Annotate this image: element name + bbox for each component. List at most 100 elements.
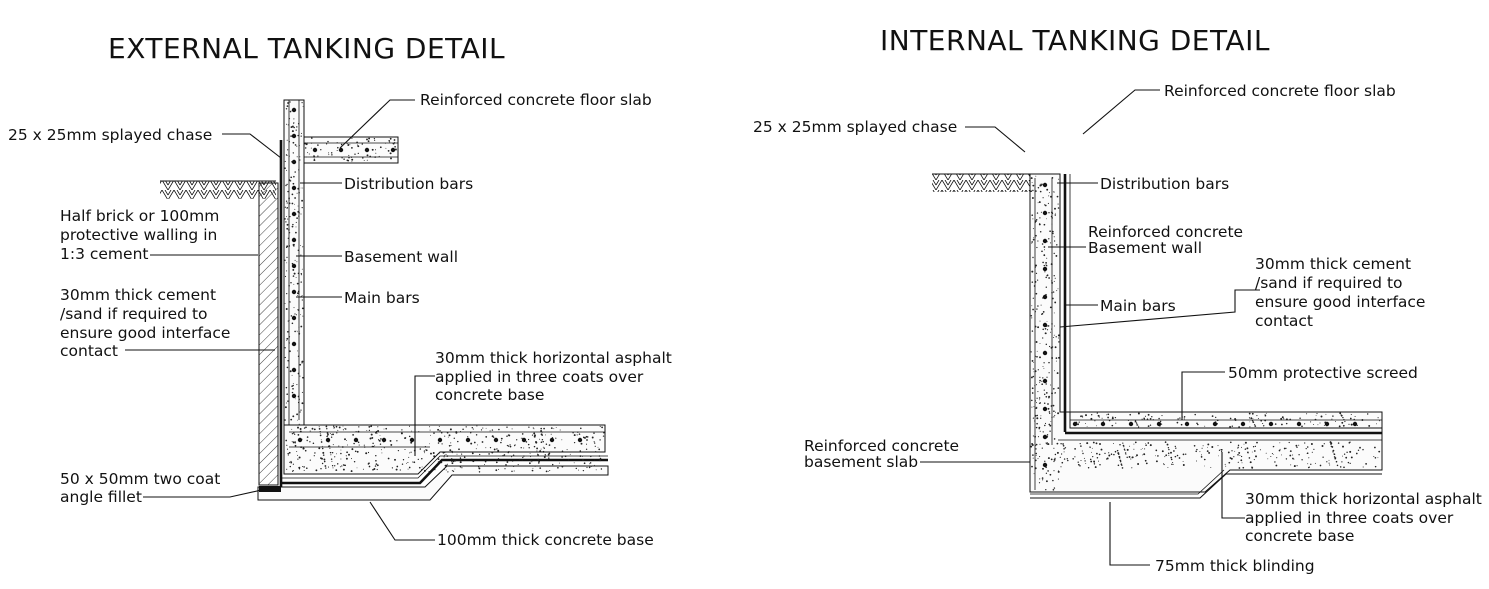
- external-label-base: 100mm thick concrete base: [437, 531, 654, 549]
- internal-detail: INTERNAL TANKING DETAIL: [753, 24, 1482, 575]
- external-detail: EXTERNAL TANKING DETAIL: [8, 32, 672, 549]
- rebar-dot: [1212, 421, 1218, 427]
- rebar-dot: [291, 341, 297, 347]
- rebar-dot: [437, 437, 443, 443]
- rebar-dot: [1324, 421, 1330, 427]
- rebar-dot: [1042, 210, 1048, 216]
- internal-leaders: [920, 89, 1260, 566]
- rebar-dot: [409, 437, 415, 443]
- external-basement-slab: [283, 424, 606, 475]
- external-label-cement-4: contact: [60, 342, 118, 360]
- internal-label-rc-2: Basement wall: [1088, 239, 1202, 257]
- internal-label-distribution-bars: Distribution bars: [1100, 175, 1229, 193]
- external-angle-fillet: [259, 486, 281, 492]
- rebar-dot: [291, 393, 297, 399]
- rebar-dot: [1042, 322, 1048, 328]
- internal-label-cement-2: /sand if required to: [1255, 274, 1403, 292]
- external-label-walling-3: 1:3 cement: [60, 245, 148, 263]
- rebar-dot: [1240, 421, 1246, 427]
- external-label-asphalt-3: concrete base: [435, 386, 544, 404]
- rebar-dot: [291, 263, 297, 269]
- external-asphalt-horizontal: [281, 458, 608, 485]
- rebar-dot: [291, 107, 297, 113]
- internal-ground-earth: [932, 174, 1030, 192]
- rebar-dot: [1042, 182, 1048, 188]
- external-label-walling-1: Half brick or 100mm: [60, 207, 219, 225]
- external-label-basement-wall: Basement wall: [344, 248, 458, 266]
- external-label-main-bars: Main bars: [344, 289, 420, 307]
- external-label-fillet-1: 50 x 50mm two coat: [60, 470, 220, 488]
- internal-label-asphalt-3: concrete base: [1245, 527, 1354, 545]
- external-label-cement-1: 30mm thick cement: [60, 286, 216, 304]
- rebar-dot: [1042, 350, 1048, 356]
- rebar-dot: [1042, 406, 1048, 412]
- rebar-dot: [1072, 421, 1078, 427]
- rebar-dot: [325, 437, 331, 443]
- rebar-dot: [291, 237, 297, 243]
- internal-label-chase: 25 x 25mm splayed chase: [753, 118, 957, 136]
- rebar-dot: [364, 147, 370, 153]
- rebar-dot: [1042, 434, 1048, 440]
- internal-label-asphalt-1: 30mm thick horizontal asphalt: [1245, 490, 1482, 508]
- rebar-dot: [1042, 238, 1048, 244]
- external-label-distribution-bars: Distribution bars: [344, 175, 473, 193]
- external-ground-earth: [160, 181, 276, 199]
- rebar-dot: [1156, 421, 1162, 427]
- rebar-dot: [1296, 421, 1302, 427]
- external-title: EXTERNAL TANKING DETAIL: [108, 32, 505, 65]
- internal-label-asphalt-2: applied in three coats over: [1245, 509, 1454, 527]
- rebar-dot: [1268, 421, 1274, 427]
- rebar-dot: [291, 211, 297, 217]
- internal-label-screed: 50mm protective screed: [1228, 364, 1418, 382]
- internal-basement-structure: [1029, 173, 1383, 493]
- external-label-walling-2: protective walling in: [60, 226, 217, 244]
- rebar-dot: [291, 159, 297, 165]
- rebar-dot: [465, 437, 471, 443]
- external-leaders: [125, 99, 435, 541]
- rebar-dot: [381, 437, 387, 443]
- rebar-dot: [1042, 294, 1048, 300]
- external-label-cement-2: /sand if required to: [60, 305, 208, 323]
- rebar-dot: [291, 367, 297, 373]
- rebar-dot: [291, 185, 297, 191]
- rebar-dot: [297, 437, 303, 443]
- rebar-dot: [291, 315, 297, 321]
- external-concrete-base: [257, 465, 609, 501]
- internal-label-slab-2: basement slab: [804, 453, 918, 471]
- rebar-dot: [291, 289, 297, 295]
- rebar-dot: [1184, 421, 1190, 427]
- external-floor-slab: [303, 136, 399, 164]
- rebar-dot: [549, 437, 555, 443]
- rebar-dot: [1042, 378, 1048, 384]
- rebar-dot: [1042, 462, 1048, 468]
- internal-label-cement-3: ensure good interface: [1255, 293, 1425, 311]
- rebar-dot: [390, 147, 396, 153]
- external-label-fillet-2: angle fillet: [60, 488, 142, 506]
- internal-label-main-bars: Main bars: [1100, 297, 1176, 315]
- rebar-dot: [493, 437, 499, 443]
- rebar-dot: [521, 437, 527, 443]
- concrete-aggregate: [284, 101, 1381, 491]
- rebar-dot: [1100, 421, 1106, 427]
- external-protective-walling: [258, 182, 279, 486]
- external-label-floor-slab: Reinforced concrete floor slab: [420, 91, 652, 109]
- external-label-asphalt-2: applied in three coats over: [435, 368, 644, 386]
- internal-label-floor-slab: Reinforced concrete floor slab: [1164, 82, 1396, 100]
- rebar-dot: [312, 147, 318, 153]
- rebar-dot: [1128, 421, 1134, 427]
- external-label-asphalt-1: 30mm thick horizontal asphalt: [435, 349, 672, 367]
- external-label-cement-3: ensure good interface: [60, 324, 230, 342]
- internal-label-cement-1: 30mm thick cement: [1255, 255, 1411, 273]
- internal-label-blinding: 75mm thick blinding: [1155, 557, 1315, 575]
- rebar-dot: [291, 133, 297, 139]
- internal-title: INTERNAL TANKING DETAIL: [880, 24, 1270, 57]
- external-label-chase: 25 x 25mm splayed chase: [8, 126, 212, 144]
- internal-blinding: [1030, 473, 1382, 499]
- rebar-dot: [1042, 266, 1048, 272]
- internal-label-cement-4: contact: [1255, 312, 1313, 330]
- rebar-dot: [338, 147, 344, 153]
- internal-label-slab-1: Reinforced concrete: [804, 437, 959, 455]
- rebar-dot: [577, 437, 583, 443]
